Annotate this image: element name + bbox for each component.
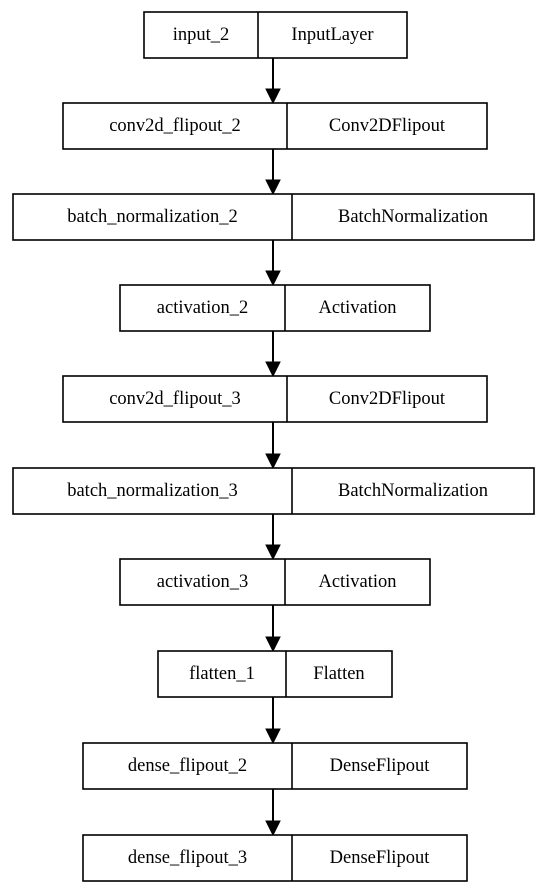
- layer-node-box: [143, 11, 408, 59]
- layer-node-input-2: input_2 InputLayer: [143, 11, 408, 59]
- edge-arrow: [265, 149, 281, 196]
- edge-arrow: [265, 58, 281, 105]
- layer-node-box: [62, 102, 488, 150]
- arrowhead-icon: [265, 361, 281, 378]
- layer-node-activation-3: activation_3 Activation: [119, 558, 431, 606]
- layer-name-label: dense_flipout_2: [128, 756, 247, 776]
- layer-type-label: Flatten: [313, 664, 364, 684]
- layer-type-label: Activation: [318, 572, 396, 592]
- arrowhead-icon: [265, 820, 281, 837]
- arrowhead-icon: [265, 270, 281, 287]
- layer-name-label: batch_normalization_2: [67, 207, 238, 227]
- layer-name-label: activation_2: [157, 298, 248, 318]
- layer-type-label: BatchNormalization: [338, 481, 488, 501]
- layer-name-label: activation_3: [157, 572, 248, 592]
- layer-node-box: [157, 650, 393, 698]
- arrowhead-icon: [265, 636, 281, 653]
- layer-name-label: input_2: [173, 25, 230, 45]
- layer-type-label: BatchNormalization: [338, 207, 488, 227]
- edge-arrow: [265, 331, 281, 378]
- layer-node-box: [82, 742, 468, 790]
- layer-node-conv2d-flipout-3: conv2d_flipout_3 Conv2DFlipout: [62, 375, 488, 423]
- layer-name-label: flatten_1: [189, 664, 255, 684]
- arrowhead-icon: [265, 179, 281, 196]
- edge-arrow: [265, 605, 281, 653]
- edge-arrow: [265, 789, 281, 837]
- layer-node-box: [12, 467, 535, 515]
- layer-type-label: DenseFlipout: [330, 756, 431, 776]
- arrowhead-icon: [265, 728, 281, 745]
- edge-arrow: [265, 697, 281, 745]
- layer-node-batch-normalization-2: batch_normalization_2 BatchNormalization: [12, 193, 535, 241]
- arrowhead-icon: [265, 453, 281, 470]
- edges-layer: [265, 58, 281, 837]
- layer-type-label: DenseFlipout: [330, 848, 431, 868]
- edge-arrow: [265, 240, 281, 287]
- layer-type-label: Conv2DFlipout: [329, 389, 446, 409]
- layer-node-conv2d-flipout-2: conv2d_flipout_2 Conv2DFlipout: [62, 102, 488, 150]
- layer-node-box: [82, 834, 468, 882]
- layer-node-box: [119, 558, 431, 606]
- arrowhead-icon: [265, 88, 281, 105]
- edge-arrow: [265, 422, 281, 470]
- layer-type-label: Activation: [318, 298, 396, 318]
- layer-node-batch-normalization-3: batch_normalization_3 BatchNormalization: [12, 467, 535, 515]
- layer-node-box: [62, 375, 488, 423]
- layer-node-box: [119, 284, 431, 332]
- layer-name-label: conv2d_flipout_3: [109, 389, 241, 409]
- layer-name-label: dense_flipout_3: [128, 848, 247, 868]
- arrowhead-icon: [265, 544, 281, 561]
- layer-node-dense-flipout-2: dense_flipout_2 DenseFlipout: [82, 742, 468, 790]
- layer-node-box: [12, 193, 535, 241]
- layer-node-activation-2: activation_2 Activation: [119, 284, 431, 332]
- layer-name-label: batch_normalization_3: [67, 481, 238, 501]
- layer-node-dense-flipout-3: dense_flipout_3 DenseFlipout: [82, 834, 468, 882]
- layer-type-label: InputLayer: [291, 25, 373, 45]
- layer-type-label: Conv2DFlipout: [329, 116, 446, 136]
- layer-name-label: conv2d_flipout_2: [109, 116, 241, 136]
- layer-node-flatten-1: flatten_1 Flatten: [157, 650, 393, 698]
- edge-arrow: [265, 514, 281, 561]
